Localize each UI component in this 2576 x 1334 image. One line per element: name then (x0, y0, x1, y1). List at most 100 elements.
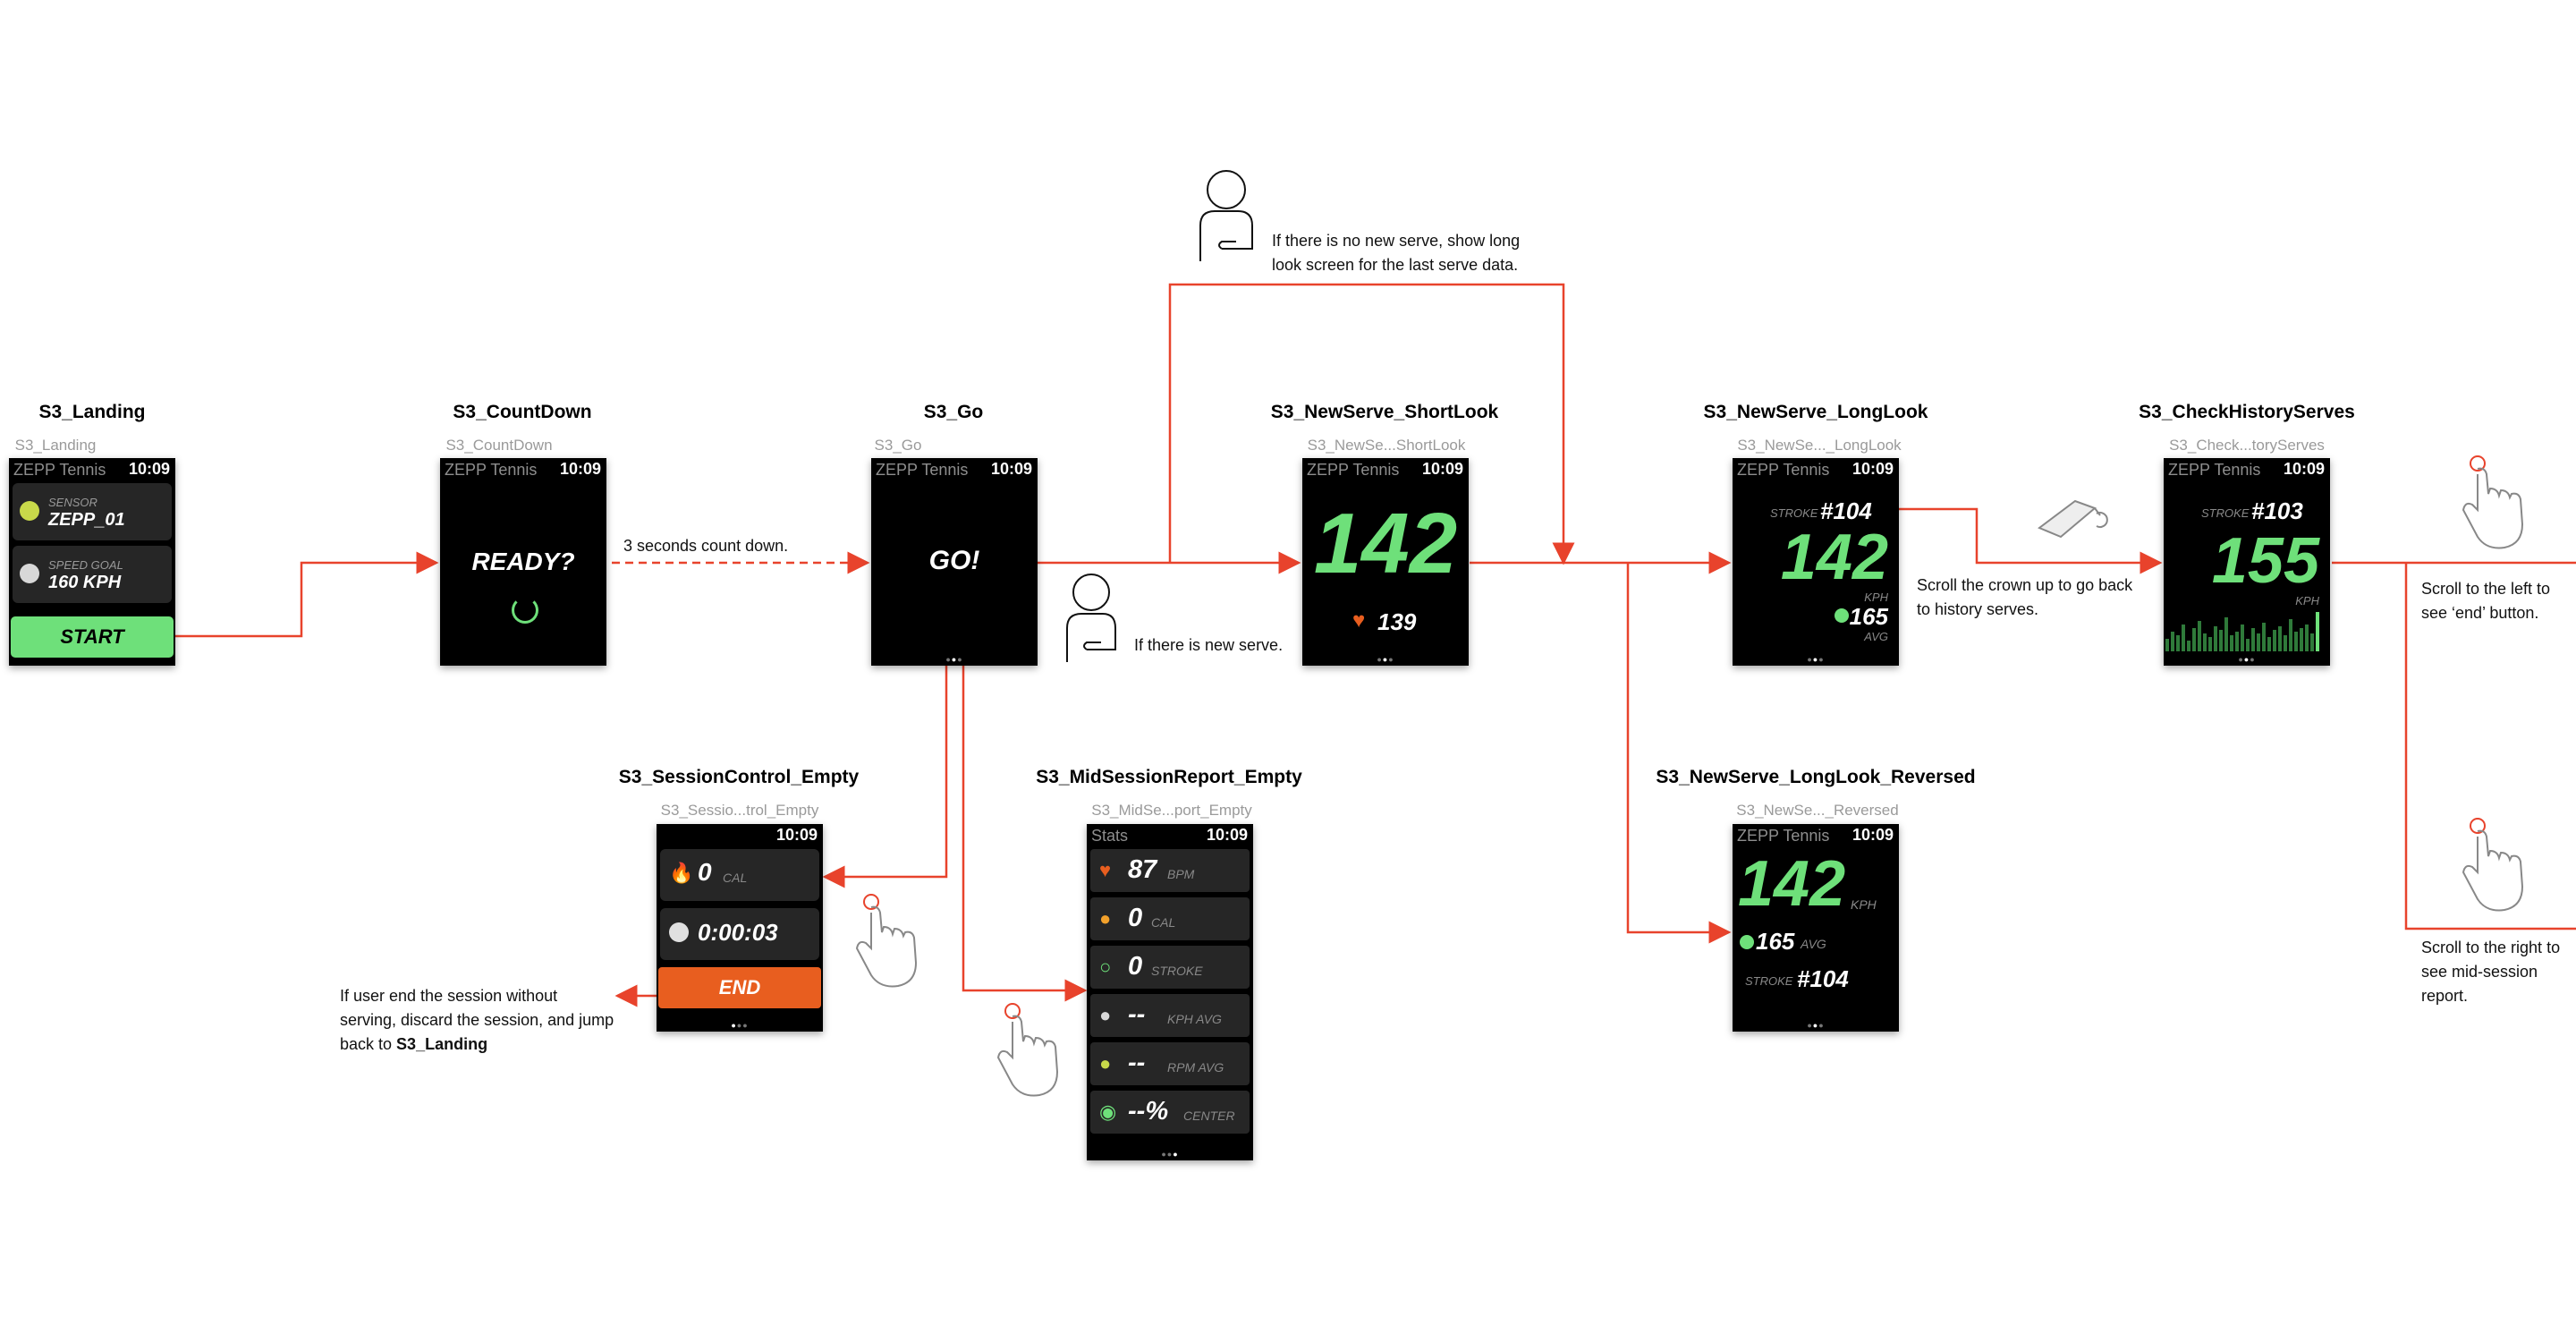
history-bar[interactable] (2262, 623, 2266, 651)
target-icon: ◉ (1099, 1100, 1117, 1123)
history-bar[interactable] (2235, 632, 2239, 651)
right-note-2: see mid-session (2421, 963, 2538, 981)
goal-value: 160 KPH (48, 573, 122, 592)
app-name: ZEPP Tennis (876, 461, 969, 479)
stroke-label: STROKE (1770, 506, 1818, 520)
sensor-row[interactable]: SENSOR ZEPP_01 (13, 483, 172, 540)
history-bar[interactable] (2273, 630, 2276, 651)
session-screen: 10:09 🔥 0 CAL 0:00:03 END ●●● (657, 824, 823, 1032)
serve-speed: 155 (2211, 525, 2319, 597)
speed-goal-row[interactable]: SPEED GOAL 160 KPH (13, 546, 172, 603)
stat-row: ●--KPH AVG (1090, 994, 1250, 1037)
page-dots: ●●● (1807, 655, 1825, 664)
stroke-number: #103 (2251, 497, 2303, 524)
avg-label: AVG (1864, 630, 1888, 643)
speed-unit: KPH (1864, 591, 1888, 604)
spin-ball-icon: ● (1099, 1052, 1112, 1075)
history-bar[interactable] (2198, 621, 2201, 651)
app-name: ZEPP Tennis (1737, 827, 1830, 845)
stroke-label: STROKE (1745, 974, 1793, 988)
heart-icon: ♥ (1352, 608, 1366, 633)
crown-note-1: Scroll the crown up to go back (1917, 576, 2133, 594)
stat-row: ◉--%CENTER (1090, 1091, 1250, 1134)
arrow-go-to-session (822, 666, 948, 888)
history-bar[interactable] (2284, 635, 2287, 651)
page-dots: ●●● (1377, 655, 1394, 664)
go-text: GO! (928, 546, 980, 575)
calories-row: 🔥 0 CAL (660, 849, 819, 901)
spinner-icon (512, 597, 538, 624)
history-bar[interactable] (2257, 633, 2260, 651)
calories-value: 0 (698, 858, 712, 886)
history-bar[interactable] (2278, 626, 2282, 651)
stat-value: 0 (1128, 904, 1143, 932)
avg-speed: 165 (1756, 928, 1795, 955)
history-bar[interactable] (2165, 639, 2169, 651)
page-dots: ●●● (945, 655, 963, 664)
arrow-go-to-midreport (962, 666, 1088, 1002)
history-bar[interactable] (2300, 628, 2303, 651)
stat-unit: STROKE (1151, 964, 1203, 978)
landing-subtitle: S3_Landing (14, 437, 97, 454)
history-bar[interactable] (2182, 625, 2185, 651)
avg-icon (1835, 608, 1849, 623)
history-bar[interactable] (2219, 630, 2223, 651)
history-bar[interactable] (2251, 628, 2255, 651)
ready-text: READY? (471, 548, 575, 575)
history-bar[interactable] (2294, 632, 2298, 651)
left-note-1: Scroll to the left to (2421, 580, 2551, 598)
clock: 10:09 (559, 460, 601, 478)
person-icon (1195, 168, 1258, 268)
history-bar[interactable] (2208, 637, 2212, 651)
racket-icon: ○ (1099, 956, 1112, 978)
history-bar[interactable] (2305, 625, 2309, 651)
clock: 10:09 (775, 826, 818, 844)
history-bar[interactable] (2187, 641, 2190, 651)
landing-title: S3_Landing (38, 402, 146, 422)
history-bar[interactable] (2176, 635, 2180, 651)
duration-value: 0:00:03 (698, 919, 778, 946)
swipe-hand-icon (986, 995, 1066, 1102)
history-bar[interactable] (2246, 639, 2250, 651)
heart-icon: ♥ (1099, 859, 1112, 881)
history-bar[interactable] (2171, 632, 2174, 651)
history-bar[interactable] (2203, 633, 2207, 651)
countdown-title: S3_CountDown (453, 402, 592, 422)
stat-value: 0 (1128, 952, 1143, 981)
shortlook-subtitle: S3_NewSe...ShortLook (1307, 437, 1466, 454)
history-bar[interactable] (2289, 619, 2292, 651)
end-note-text: back to (340, 1035, 397, 1053)
history-bar[interactable] (2310, 633, 2314, 651)
app-name: ZEPP Tennis (13, 461, 106, 479)
history-bar[interactable] (2214, 626, 2217, 651)
history-bars[interactable] (2165, 612, 2328, 666)
history-bar[interactable] (2230, 635, 2233, 651)
page-dots: ●●● (1161, 1150, 1179, 1159)
serve-speed: 142 (1313, 496, 1458, 591)
history-bar[interactable] (2224, 617, 2228, 651)
stat-value: --% (1128, 1097, 1169, 1126)
history-bar[interactable] (2192, 628, 2196, 651)
stat-row: ○ 0 STROKE (1090, 946, 1250, 989)
serve-speed: 142 (1780, 522, 1888, 593)
end-button[interactable]: END (658, 967, 821, 1008)
arrow-to-reversed (1626, 563, 1732, 944)
history-bar[interactable] (2267, 637, 2271, 651)
countdown-subtitle: S3_CountDown (445, 437, 553, 454)
start-button[interactable]: START (11, 616, 174, 658)
app-name: ZEPP Tennis (2168, 461, 2261, 479)
calories-unit: CAL (723, 871, 748, 885)
go-subtitle: S3_Go (874, 437, 922, 454)
right-note-3: report. (2421, 987, 2469, 1005)
history-bar[interactable] (2241, 625, 2244, 651)
clock: 10:09 (2283, 460, 2325, 478)
right-note-1: Scroll to the right to (2421, 939, 2561, 956)
arrow-longlook-to-history (1899, 507, 2163, 574)
history-bar[interactable] (2316, 612, 2319, 651)
